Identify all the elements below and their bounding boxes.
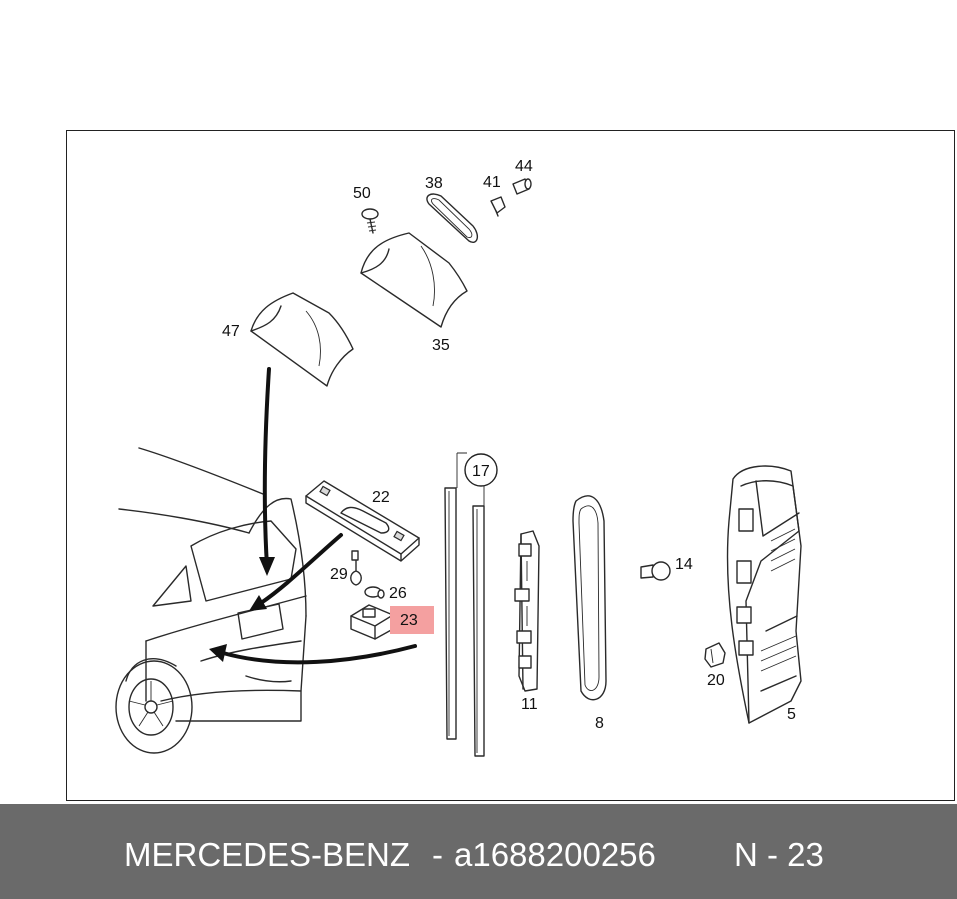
label-14: 14 — [675, 556, 693, 573]
label-44: 44 — [515, 158, 533, 175]
part-26-bulb — [364, 586, 385, 599]
label-22: 22 — [372, 489, 390, 506]
footer-separator: - — [432, 836, 443, 873]
part-23-license-lamp — [350, 604, 394, 640]
label-20: 20 — [707, 672, 725, 689]
car-rear-illustration — [115, 447, 307, 754]
label-17: 17 — [472, 463, 490, 480]
label-35: 35 — [432, 337, 450, 354]
part-41-clip — [490, 196, 506, 217]
label-11: 11 — [521, 696, 538, 713]
part-50-screw — [361, 208, 379, 234]
label-23: 23 — [400, 612, 418, 629]
footer-brand: MERCEDES-BENZ — [124, 836, 411, 873]
highlight-part-23 — [390, 606, 434, 634]
label-41: 41 — [483, 174, 501, 191]
part-29-socket — [350, 550, 362, 586]
footer-banner: MERCEDES-BENZ - a1688200256 N - 23 — [0, 804, 957, 899]
part-47-cover — [250, 292, 354, 387]
callout-circle-17 — [464, 453, 498, 487]
label-50: 50 — [353, 185, 371, 202]
label-5: 5 — [787, 706, 796, 723]
part-22-bracket — [305, 480, 420, 562]
part-5-tail-lamp — [726, 465, 802, 724]
part-14-bulb — [640, 561, 671, 581]
parts-diagram: 50 38 41 44 47 35 17 22 29 26 23 14 11 8… — [115, 158, 802, 757]
part-17-seal-strips — [444, 452, 485, 757]
label-29: 29 — [330, 566, 348, 583]
part-44-bulb — [512, 178, 532, 195]
part-number-labels: 50 38 41 44 47 35 17 22 29 26 23 14 11 8… — [222, 158, 796, 732]
parts-diagram-frame: 50 38 41 44 47 35 17 22 29 26 23 14 11 8… — [66, 130, 955, 801]
label-38: 38 — [425, 175, 443, 192]
part-8-gasket — [572, 495, 607, 701]
footer-position: N - 23 — [734, 836, 824, 873]
footer-part-number: a1688200256 — [454, 836, 656, 873]
part-11-bulb-carrier — [514, 530, 540, 692]
part-38-gasket — [426, 193, 479, 243]
label-47: 47 — [222, 323, 240, 340]
part-35-housing — [360, 232, 468, 328]
label-26: 26 — [389, 585, 407, 602]
part-20-nut — [704, 642, 726, 668]
assembly-arrows — [209, 367, 417, 665]
label-8: 8 — [595, 715, 604, 732]
